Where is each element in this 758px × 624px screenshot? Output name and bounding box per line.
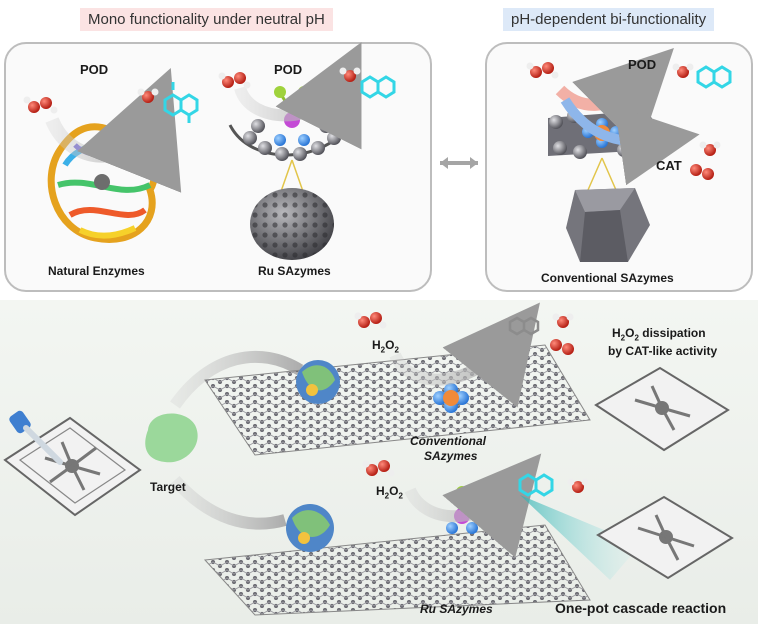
microfluidic-chip-left bbox=[3, 416, 142, 517]
water-molecule-icon bbox=[137, 88, 159, 103]
microfluidic-chip-upper-right bbox=[594, 366, 730, 452]
cascade-reaction-label: One-pot cascade reaction bbox=[555, 600, 727, 616]
h2o2-label-bottom: H2O2 bbox=[376, 484, 403, 501]
flow-arrow-upper bbox=[170, 350, 304, 409]
target-blob bbox=[145, 413, 198, 463]
h2o2-molecule-icon bbox=[23, 96, 58, 114]
tag-bi-functionality: pH-dependent bi-functionality bbox=[503, 8, 715, 31]
dropper-icon bbox=[9, 410, 63, 465]
ru-sazymes-caption: Ru SAzymes bbox=[258, 264, 331, 278]
target-label: Target bbox=[150, 480, 186, 494]
detection-beam bbox=[520, 495, 640, 580]
conventional-caption-line2: SAzymes bbox=[424, 449, 478, 463]
conv-product-icon bbox=[696, 65, 732, 89]
h2o2-label-top: H2O2 bbox=[372, 338, 399, 355]
conv-cat-arrow bbox=[560, 97, 700, 186]
natural-pod-arrow bbox=[45, 68, 182, 193]
lower-antibody-sphere bbox=[286, 504, 334, 552]
porous-carbon-sphere bbox=[250, 188, 334, 260]
flow-arrow-lower bbox=[170, 476, 287, 530]
upper-antibody-sphere bbox=[296, 360, 340, 404]
ru-pod-arrow bbox=[234, 42, 362, 150]
conv-h2o2-molecule-icon bbox=[526, 62, 559, 79]
natural-pod-label: POD bbox=[80, 62, 109, 77]
conv-pod-label: POD bbox=[628, 57, 657, 72]
tag-mono-functionality: Mono functionality under neutral pH bbox=[80, 8, 333, 31]
conv-water-molecule-icon bbox=[672, 63, 694, 78]
lower-product-cyan-icon bbox=[518, 473, 554, 497]
microfluidic-chip-lower-right bbox=[596, 495, 734, 580]
conv-pod-arrow bbox=[555, 48, 674, 150]
dissipation-label-line2: by CAT-like activity bbox=[608, 344, 718, 358]
ru-water-molecule-icon bbox=[339, 67, 361, 82]
oxidized-product-icon bbox=[163, 82, 199, 123]
conv-cat-label: CAT bbox=[656, 158, 682, 173]
cat-water-molecule-icon bbox=[699, 141, 721, 156]
lower-water-icon bbox=[567, 478, 589, 493]
lower-h2o2-molecule-icon bbox=[362, 460, 395, 477]
bottom-h2o2-molecule-icon bbox=[354, 312, 387, 329]
natural-enzymes-caption: Natural Enzymes bbox=[48, 264, 145, 278]
ru-product-icon bbox=[360, 75, 396, 99]
bottom-water-icon bbox=[552, 313, 574, 328]
upper-reaction-arrow bbox=[389, 302, 541, 408]
conventional-sazymes-caption: Conventional SAzymes bbox=[541, 271, 674, 285]
oxygen-molecule-icon bbox=[690, 164, 714, 180]
ru-sazymes-bottom-caption: Ru SAzymes bbox=[420, 602, 493, 616]
bottom-oxygen-icon bbox=[550, 339, 574, 355]
ru-pod-label: POD bbox=[274, 62, 303, 77]
graphene-sheet-lower bbox=[203, 524, 591, 616]
conventional-caption-line1: Conventional bbox=[410, 434, 487, 448]
ru-h2o2-molecule-icon bbox=[218, 72, 251, 89]
dissipation-label-line1: H2O2 dissipation bbox=[612, 326, 706, 343]
polyhedral-support bbox=[566, 188, 650, 262]
bottom-product-gray-icon bbox=[508, 316, 540, 336]
lower-reaction-arrow bbox=[404, 453, 542, 558]
